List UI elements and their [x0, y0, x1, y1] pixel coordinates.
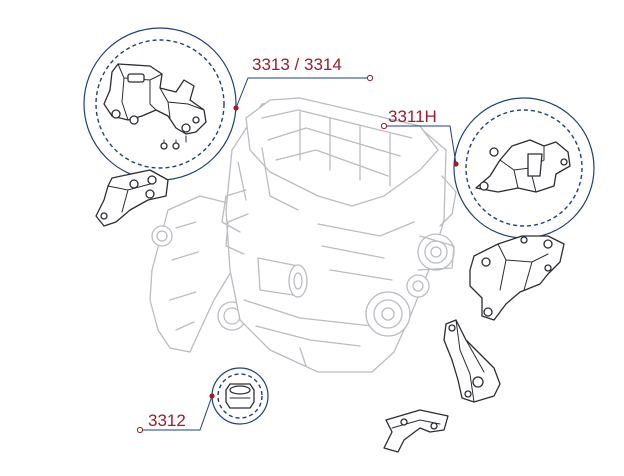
- mount-bracket-3313-detail: [103, 63, 207, 150]
- part-label: 3312: [148, 411, 186, 430]
- engine-block-illustration: [149, 97, 457, 373]
- part-label: 3311H: [388, 107, 437, 126]
- callout-upper-right: 3311H: [380, 97, 595, 239]
- leader-end-marker: [380, 122, 388, 130]
- mount-bushing-3312-detail: [225, 383, 255, 409]
- dashed-ring: [465, 109, 583, 227]
- leader-end-marker: [136, 426, 144, 434]
- leader-anchor-dot: [453, 161, 459, 167]
- lower-fork-bracket: [383, 409, 449, 453]
- leader-anchor-dot: [233, 105, 239, 111]
- leader-line: [235, 77, 368, 109]
- dashed-ring: [217, 373, 263, 419]
- leader-anchor-dot: [209, 393, 215, 399]
- leader-line: [386, 125, 457, 165]
- callout-lower-left: 3312: [136, 367, 269, 434]
- mount-bracket-3314: [95, 169, 169, 227]
- callout-upper-left: 3313 / 3314: [83, 27, 374, 181]
- mount-bracket-3311h-detail: [475, 139, 571, 193]
- dashed-ring: [95, 39, 225, 169]
- leader-line: [142, 395, 213, 431]
- part-label: 3313 / 3314: [252, 55, 342, 74]
- leader-end-marker: [366, 74, 374, 82]
- mount-bracket-3311-lower: [469, 235, 565, 321]
- torque-rod-bracket: [443, 319, 501, 403]
